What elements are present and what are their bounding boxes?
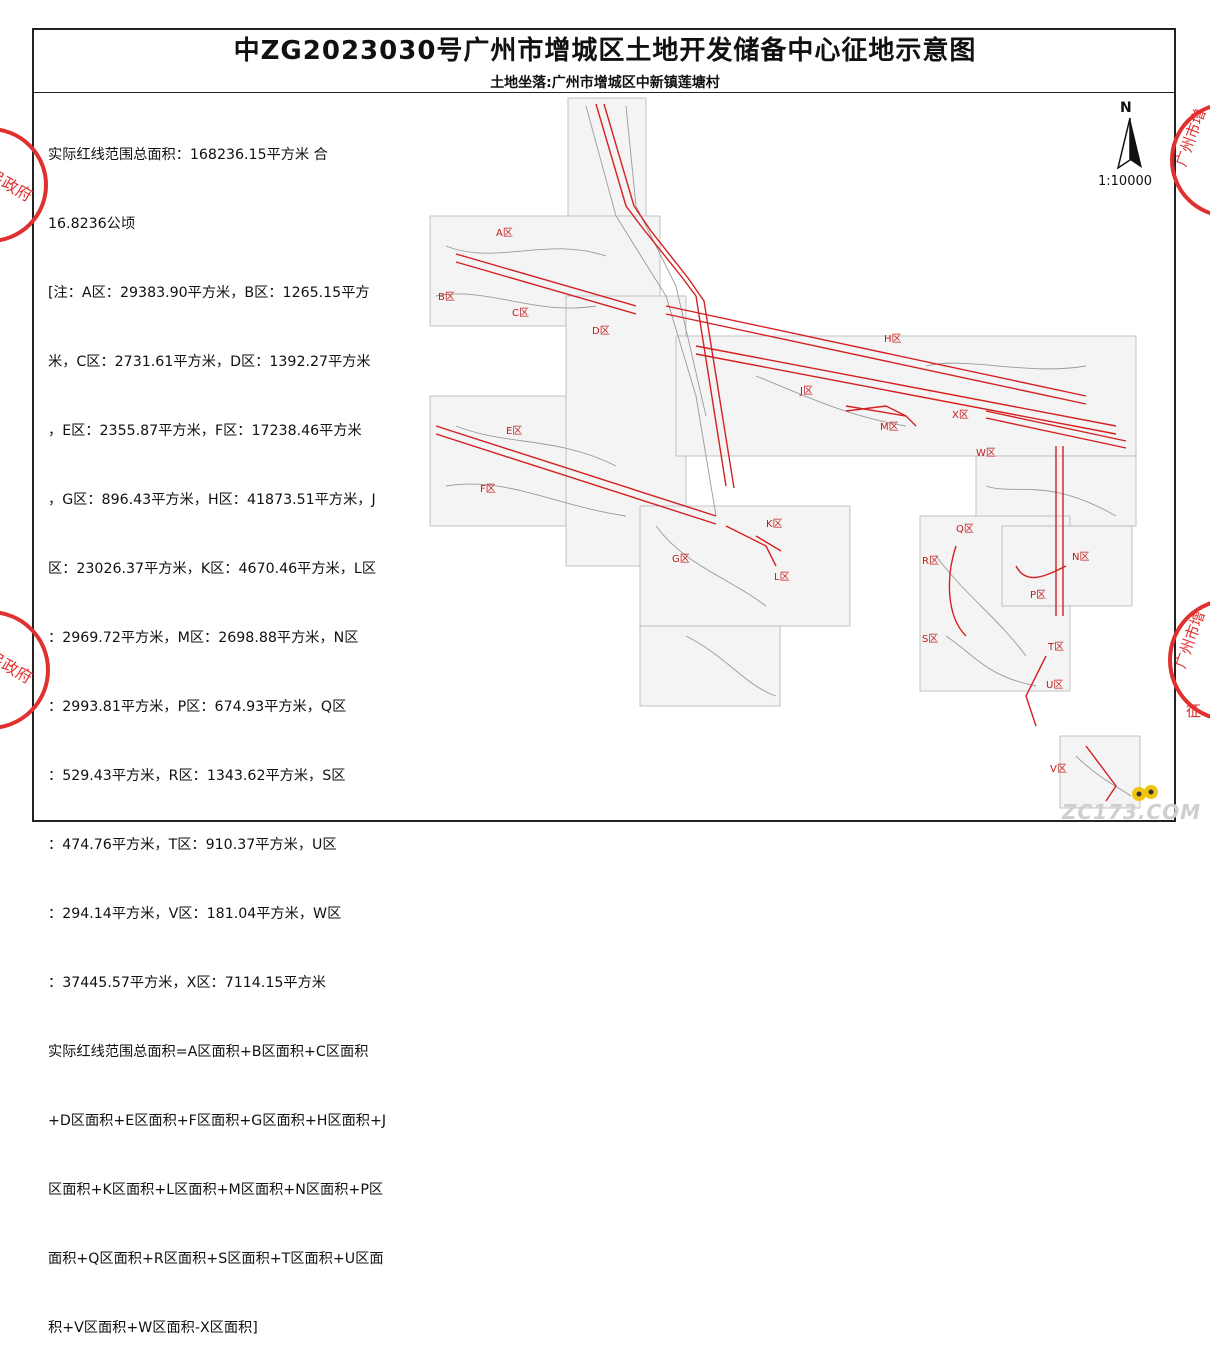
note-line: ：294.14平方米，V区：181.04平方米，W区 [48,906,342,922]
north-label: N [1120,100,1132,116]
note-line: 实际红线范围总面积=A区面积+B区面积+C区面积 [48,1044,369,1060]
svg-text:人民政府: 人民政府 [0,157,36,205]
map-subtitle: 土地坐落:广州市增城区中新镇莲塘村 [490,75,720,91]
map-frame [32,28,1176,822]
map-scale: 1:10000 [1098,174,1153,189]
zone-label-n: N区 [1072,551,1089,563]
title-divider [34,92,1174,93]
zone-label-l: L区 [774,571,790,583]
note-line: ：37445.57平方米，X区：7114.15平方米 [48,975,326,991]
note-line: ：2969.72平方米，M区：2698.88平方米，N区 [48,630,359,646]
note-line: 积+V区面积+W区面积-X区面积] [48,1320,258,1336]
zone-label-u: U区 [1046,679,1063,691]
zone-label-b: B区 [438,291,455,303]
survey-map: A区 B区 C区 D区 E区 F区 G区 H区 J区 K区 L区 M区 N区 P… [429,97,1141,809]
note-line: ：2993.81平方米，P区：674.93平方米，Q区 [48,699,347,715]
zone-label-k: K区 [766,518,783,530]
svg-text:人民政府: 人民政府 [0,639,36,687]
watermark-logo-icon [1132,785,1158,801]
svg-text:广州市增: 广州市增 [1171,608,1208,671]
watermark: ZC173.COM [1062,800,1202,824]
seal-stamp-icon: 人民政府 用章 [0,127,48,243]
seal-stamp-icon: 广州市增 征 [1168,601,1210,720]
note-line: [注：A区：29383.90平方米，B区：1265.15平方 [48,285,370,301]
svg-text:征: 征 [1186,702,1201,720]
zone-label-v: V区 [1050,763,1067,775]
note-line: ：474.76平方米，T区：910.37平方米，U区 [48,837,337,853]
note-line: 区：23026.37平方米，K区：4670.46平方米，L区 [48,561,377,577]
zone-label-m: M区 [880,421,899,433]
note-line: 米，C区：2731.61平方米，D区：1392.27平方米 [48,354,371,370]
zone-label-g: G区 [672,553,690,565]
zone-label-h: H区 [884,333,902,345]
zone-label-a: A区 [496,227,513,239]
zone-label-e: E区 [506,425,522,437]
note-line: 实际红线范围总面积：168236.15平方米 合 [48,147,328,163]
zone-label-j: J区 [799,385,813,397]
zone-label-s: S区 [922,633,938,645]
note-line: 区面积+K区面积+L区面积+M区面积+N区面积+P区 [48,1182,384,1198]
zone-label-x: X区 [952,409,969,421]
note-line: ，E区：2355.87平方米，F区：17238.46平方米 [48,423,362,439]
area-notes: 实际红线范围总面积：168236.15平方米 合 16.8236公顷 [注：A区… [48,98,438,1363]
zone-label-f: F区 [480,483,496,495]
north-arrow-icon [1116,117,1142,170]
note-line: ：529.43平方米，R区：1343.62平方米，S区 [48,768,346,784]
north-arrow: N 1:10000 [1098,100,1164,192]
note-line: 16.8236公顷 [48,216,136,232]
zone-label-w: W区 [976,447,996,459]
note-line: ，G区：896.43平方米，H区：41873.51平方米，J [48,492,376,508]
note-line: +D区面积+E区面积+F区面积+G区面积+H区面积+J [48,1113,387,1129]
zone-label-p: P区 [1030,589,1046,601]
zone-label-c: C区 [512,307,529,319]
zone-label-d: D区 [592,325,610,337]
zone-label-t: T区 [1047,641,1064,653]
note-line: 面积+Q区面积+R区面积+S区面积+T区面积+U区面 [48,1251,384,1267]
seal-stamp-icon: 人民政府 用章 [0,610,50,730]
seal-stamp-icon: 广州市增 [1170,104,1210,216]
zone-label-r: R区 [922,555,939,567]
map-title: 中ZG2023030号广州市增城区土地开发储备中心征地示意图 [233,36,977,66]
zone-label-q: Q区 [956,523,974,535]
